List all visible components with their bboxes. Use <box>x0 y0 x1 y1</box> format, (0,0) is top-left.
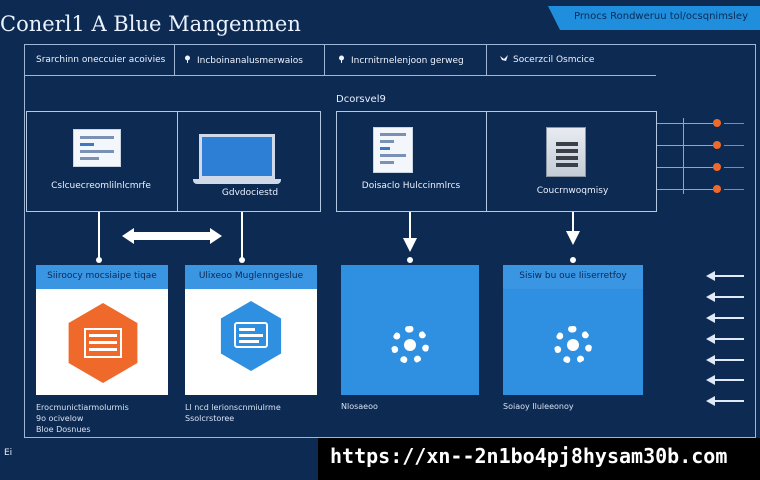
left-arrow-icon <box>706 292 715 302</box>
source-group-box <box>26 111 321 212</box>
diagram-frame <box>24 44 756 438</box>
left-arrow-icon <box>706 355 715 365</box>
header-divider <box>486 44 487 76</box>
panel-title-4: Sisiw bu oue Iiiserretfoy <box>519 271 627 281</box>
left-arrow-line <box>714 275 744 277</box>
window-icon <box>234 322 268 348</box>
laptop-base <box>193 179 281 184</box>
gear-icon <box>391 326 429 364</box>
header-item-4: Socerzcil Osmcice <box>500 55 594 65</box>
left-arrow-line <box>714 296 744 298</box>
box-divider <box>177 111 178 212</box>
footer-corner-label: Ei <box>4 448 13 458</box>
left-arrow-icon <box>706 313 715 323</box>
output-dot <box>713 163 721 171</box>
left-arrow-icon <box>706 396 715 406</box>
window-icon <box>84 328 122 358</box>
output-line <box>657 145 713 146</box>
header-item-2: Incboinanalusmerwaios <box>184 55 303 66</box>
header-divider <box>324 44 325 76</box>
connector-line <box>241 212 243 262</box>
pin-icon <box>338 55 345 63</box>
output-arrow <box>724 145 744 146</box>
header-item-3: Incrnitrnelenjoon gerweg <box>338 55 464 66</box>
bird-icon <box>500 55 508 62</box>
header-bar <box>24 44 656 76</box>
left-arrow-line <box>714 400 744 402</box>
page-title: Conerl1 A Blue Mangenmen <box>0 12 301 36</box>
output-line <box>657 123 713 124</box>
diagram-caption: Dcorsvel9 <box>336 94 386 105</box>
document-icon <box>373 127 413 173</box>
double-arrow-icon <box>122 228 222 244</box>
connector-dot <box>96 257 102 263</box>
panel-header-4 <box>503 265 643 289</box>
panel-header-1 <box>36 265 168 289</box>
panel-sublabel-1: Erocmunictiarmolurmis 9o ocivelow Bloe D… <box>36 403 129 434</box>
target-label-2: Coucrnwoqmisy <box>536 186 609 196</box>
output-dot <box>713 185 721 193</box>
header-item-1: Srarchinn oneccuier acoivies <box>36 55 166 65</box>
panel-header-2 <box>185 265 317 289</box>
output-arrow <box>724 167 744 168</box>
url-overlay <box>318 438 760 480</box>
left-arrow-line <box>714 317 744 319</box>
output-arrow <box>724 123 744 124</box>
target-group-box <box>336 111 657 212</box>
left-arrow-icon <box>706 271 715 281</box>
connector-dot <box>239 257 245 263</box>
source-label-1: Cslcuecreomlilnlcmrfe <box>51 181 151 191</box>
panel-sublabel-4: Soiaoy Iluleeonoy <box>503 402 574 411</box>
output-dot <box>713 141 721 149</box>
source-label-2: Gdvdociestd <box>221 188 279 198</box>
box-divider <box>486 111 487 212</box>
left-arrow-line <box>714 359 744 361</box>
watermark-url: https://xn--2n1bo4pj8hysam30b.com <box>330 444 728 468</box>
pin-icon <box>184 55 191 63</box>
output-line <box>657 189 713 190</box>
output-line <box>657 167 713 168</box>
down-arrow-icon <box>403 212 417 263</box>
output-arrow <box>724 189 744 190</box>
header-banner: Prnocs Rondweruu tol/ocsqnimsley <box>548 6 760 30</box>
left-arrow-icon <box>706 375 715 385</box>
connector-line <box>98 212 100 262</box>
output-bus <box>683 118 684 194</box>
document-icon <box>73 129 121 167</box>
output-dot <box>713 119 721 127</box>
panel-title-1: Siiroocy mocsiaipe tiqae <box>47 271 157 281</box>
target-label-1: Doisaclo Hulccinmlrcs <box>361 181 461 191</box>
left-arrow-line <box>714 338 744 340</box>
left-arrow-line <box>714 379 744 381</box>
gear-icon <box>554 326 592 364</box>
laptop-icon <box>199 134 275 179</box>
banner-text: Prnocs Rondweruu tol/ocsqnimsley <box>573 11 748 22</box>
server-icon <box>546 127 586 177</box>
panel-sublabel-3: Nlosaeoo <box>341 402 378 411</box>
down-arrow-icon <box>566 212 580 263</box>
left-arrow-icon <box>706 334 715 344</box>
panel-sublabel-2: Ll ncd lerionscnmiulrme Ssolcrstoree <box>185 403 281 423</box>
header-divider <box>174 44 175 76</box>
panel-title-2: Ulixeoo Muglenngeslue <box>198 271 304 281</box>
